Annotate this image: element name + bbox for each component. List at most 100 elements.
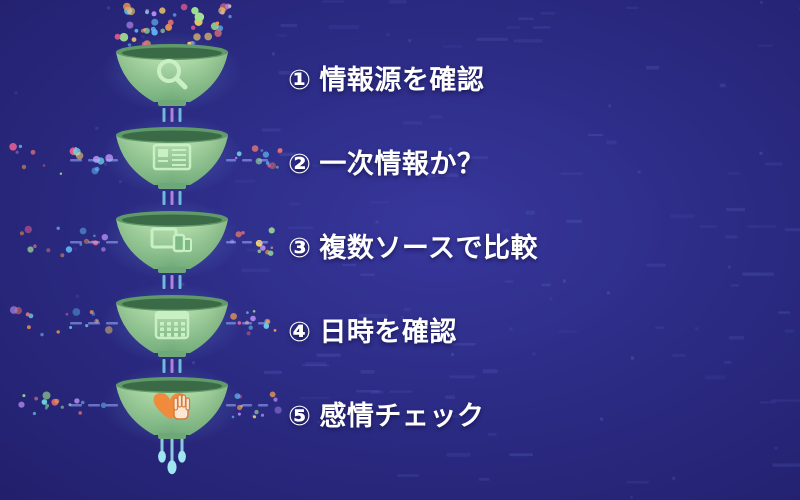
texture-dash xyxy=(450,342,476,346)
particle xyxy=(265,161,270,165)
texture-dash xyxy=(784,228,800,232)
calendar-day xyxy=(160,322,164,326)
finger xyxy=(185,397,191,411)
step-text: 複数ソースで比較 xyxy=(319,233,539,264)
texture-dash xyxy=(403,307,412,312)
heart-hand-icon xyxy=(153,393,191,420)
texture-dot xyxy=(106,6,110,10)
particle xyxy=(65,312,69,316)
texture-dash xyxy=(719,83,726,88)
particle xyxy=(69,326,73,329)
particle xyxy=(150,26,156,32)
texture-dash xyxy=(506,26,520,29)
hand-shape xyxy=(173,394,191,420)
calendar-day xyxy=(174,327,178,331)
texture-dash xyxy=(513,39,543,43)
inflow-dash xyxy=(70,404,82,407)
document-icon xyxy=(152,143,192,171)
particle xyxy=(277,148,283,153)
texture-dot xyxy=(629,495,633,499)
particle xyxy=(14,306,22,315)
particle xyxy=(42,391,51,400)
particle xyxy=(252,310,256,313)
inflow-dash xyxy=(88,404,100,407)
texture-dash xyxy=(518,17,535,20)
particle xyxy=(83,238,90,244)
texture-dash xyxy=(727,172,740,175)
step-number: ④ xyxy=(288,317,312,348)
funnel-shade xyxy=(116,219,228,269)
texture-dash xyxy=(699,225,717,228)
texture-dot xyxy=(401,316,405,320)
drip-drop xyxy=(158,450,166,463)
particle xyxy=(228,14,232,19)
particle xyxy=(214,29,222,37)
calendar-day xyxy=(167,327,171,331)
funnel-stage-3 xyxy=(102,199,242,289)
particle xyxy=(254,409,259,415)
particle xyxy=(270,246,274,249)
texture-dash xyxy=(233,179,256,183)
step-number: ⑤ xyxy=(288,401,312,432)
particle xyxy=(65,246,73,253)
particle xyxy=(114,33,121,40)
texture-dot xyxy=(451,352,455,356)
magnifier-handle xyxy=(174,76,188,90)
particle xyxy=(79,243,83,246)
calendar-day xyxy=(160,327,164,331)
document-image xyxy=(158,149,168,157)
texture-dash xyxy=(370,201,390,204)
inflow-dash xyxy=(88,159,100,162)
texture-dash xyxy=(451,415,463,418)
texture-dash xyxy=(654,326,665,329)
particle xyxy=(246,331,251,336)
texture-dash xyxy=(301,364,330,367)
particle xyxy=(46,248,51,253)
texture-dash xyxy=(525,210,535,215)
inflow-dash xyxy=(242,322,252,325)
texture-dash xyxy=(442,45,463,48)
particle xyxy=(32,411,37,416)
particle xyxy=(269,162,276,170)
texture-dash xyxy=(358,313,388,318)
texture-dash xyxy=(280,23,298,28)
particle xyxy=(21,164,27,170)
texture-dash xyxy=(730,284,739,287)
magnifier-lens xyxy=(157,59,181,83)
funnel-opening xyxy=(122,298,222,310)
particle xyxy=(15,150,19,154)
texture-dash xyxy=(742,272,775,276)
particle xyxy=(60,405,64,409)
inflow-dash xyxy=(258,322,268,325)
texture-dash xyxy=(784,329,795,333)
texture-dot xyxy=(532,352,536,356)
texture-dash xyxy=(558,330,578,333)
particle xyxy=(159,7,166,14)
inflow-dash xyxy=(242,159,252,162)
texture-dot xyxy=(774,446,778,450)
inflow-dash xyxy=(258,241,268,244)
texture-dot xyxy=(509,327,513,331)
particle xyxy=(33,244,37,248)
texture-dot xyxy=(449,147,453,151)
texture-dash xyxy=(361,335,372,340)
finger xyxy=(173,397,179,411)
texture-dot xyxy=(549,297,553,301)
texture-dot xyxy=(95,126,99,130)
texture-dash xyxy=(646,263,666,267)
texture-dot xyxy=(375,220,379,224)
texture-dot xyxy=(727,265,731,269)
particle xyxy=(126,21,134,29)
calendar-day xyxy=(181,322,185,326)
texture-dot xyxy=(798,7,800,11)
particle xyxy=(273,397,278,402)
particle xyxy=(260,245,266,251)
particle xyxy=(248,325,253,330)
finger xyxy=(177,394,183,408)
texture-dot xyxy=(75,294,79,298)
step-number: ② xyxy=(288,149,312,180)
inflow-dash xyxy=(70,322,82,325)
